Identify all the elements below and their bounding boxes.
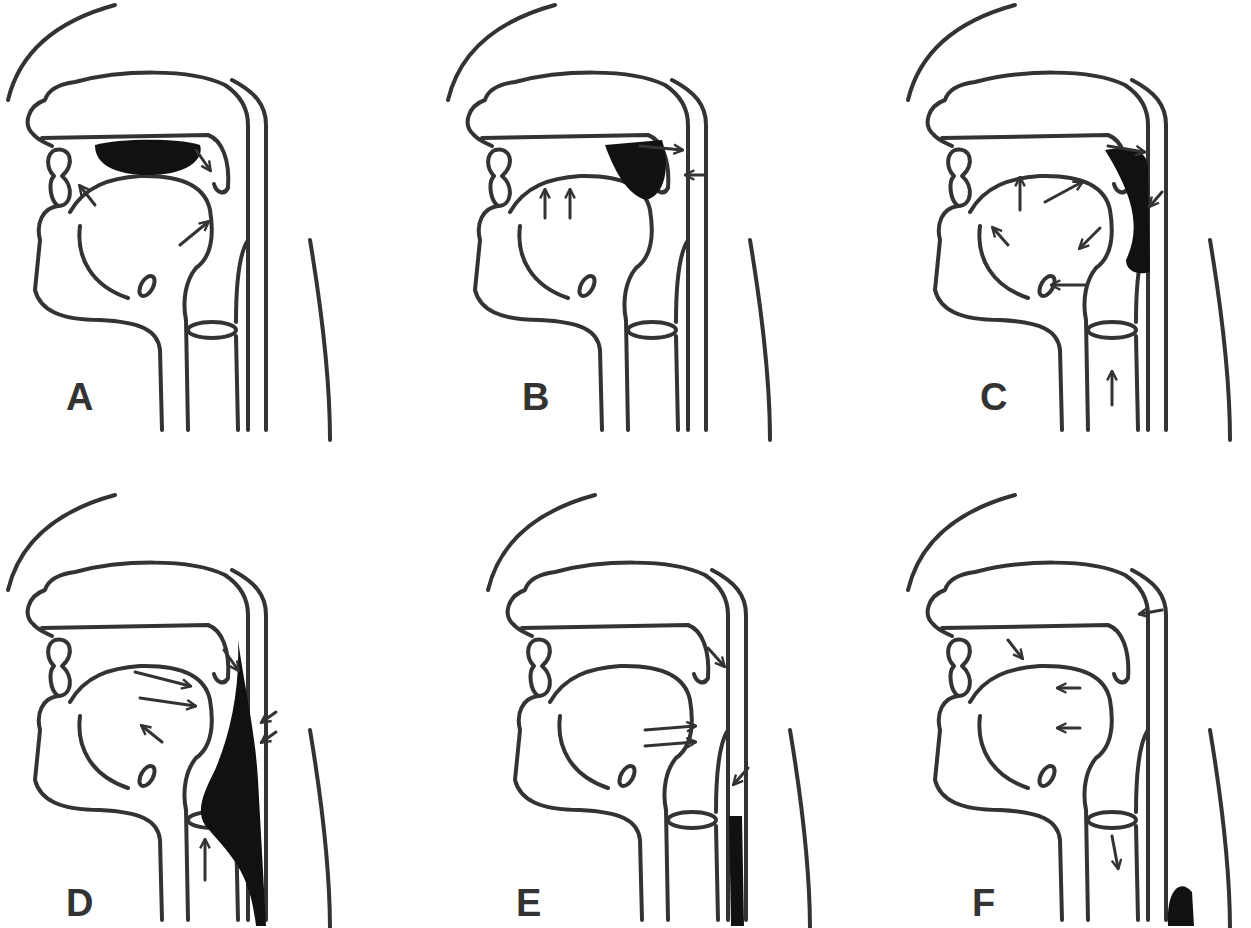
panel-letter: C — [980, 378, 1007, 416]
head-outline — [908, 5, 1230, 440]
motion-arrows — [645, 648, 748, 784]
head-outline — [488, 495, 810, 928]
bolus — [1105, 148, 1150, 273]
panel-letter: D — [66, 884, 93, 922]
head-outline — [8, 5, 330, 440]
head-outline — [448, 5, 770, 440]
panel-d — [8, 495, 330, 928]
motion-arrows — [80, 150, 210, 245]
bolus — [729, 816, 744, 926]
motion-arrows — [545, 146, 704, 218]
bolus — [201, 640, 266, 926]
panel-e — [488, 495, 810, 928]
head-outline — [8, 495, 330, 928]
panel-letter: A — [66, 378, 93, 416]
motion-arrows — [135, 650, 276, 880]
motion-arrows — [1008, 610, 1162, 868]
panel-letter: B — [522, 378, 549, 416]
bolus — [95, 140, 201, 175]
motion-arrows — [993, 146, 1162, 405]
head-outline — [908, 495, 1230, 928]
panel-b — [448, 5, 770, 440]
panel-a — [8, 5, 330, 440]
panel-letter: E — [516, 884, 541, 922]
panel-f — [908, 495, 1230, 928]
bolus — [1168, 886, 1194, 926]
panel-letter: F — [972, 884, 995, 922]
panel-c — [908, 5, 1230, 440]
